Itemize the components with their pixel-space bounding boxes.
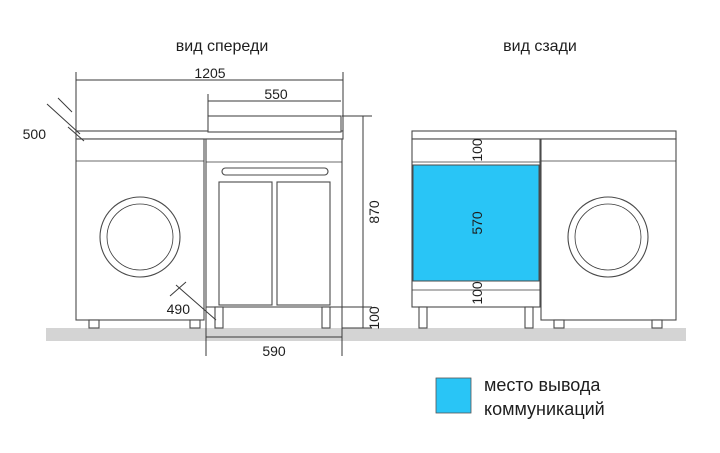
dim-back-top-offset: 100 <box>469 138 485 162</box>
washing-machine-door <box>99 196 181 278</box>
dim-top-width: 550 <box>264 86 288 102</box>
washing-machine-back-foot-right <box>651 319 663 329</box>
front-basin-top <box>207 115 342 133</box>
cabinet-left-door <box>218 181 273 306</box>
dim-depth-left: 500 <box>23 126 47 142</box>
dim-cabinet-width: 590 <box>262 343 286 359</box>
dim-leg-height: 100 <box>366 306 382 330</box>
cabinet-right-door <box>276 181 331 306</box>
front-view <box>75 115 344 329</box>
washing-machine-foot-left <box>88 319 100 329</box>
legend-swatch <box>435 377 472 414</box>
cabinet-back-leg-right <box>524 306 534 329</box>
washing-machine-back-foot-left <box>553 319 565 329</box>
dim-depth-cabinet: 490 <box>167 301 191 317</box>
back-view <box>411 130 677 329</box>
cabinet-back-leg-left <box>418 306 428 329</box>
dim-back-bottom-offset: 100 <box>469 281 485 305</box>
back-view-title: вид сзади <box>503 38 577 55</box>
dim-total-width: 1205 <box>194 65 225 81</box>
washing-machine-back-porthole <box>567 196 649 278</box>
washing-machine-foot-right <box>189 319 201 329</box>
cabinet-leg-right <box>321 306 331 329</box>
cabinet-leg-left <box>214 306 224 329</box>
back-countertop <box>411 130 677 140</box>
dim-back-zone-height: 570 <box>469 211 485 235</box>
legend-line-1: место вывода <box>484 375 601 395</box>
dim-height-total: 870 <box>366 200 382 224</box>
front-view-title: вид спереди <box>176 38 269 55</box>
cabinet-drawer-handle <box>221 167 329 176</box>
communication-zone <box>412 164 540 282</box>
front-dimensions <box>46 72 372 356</box>
legend-line-2: коммуникаций <box>484 399 605 419</box>
